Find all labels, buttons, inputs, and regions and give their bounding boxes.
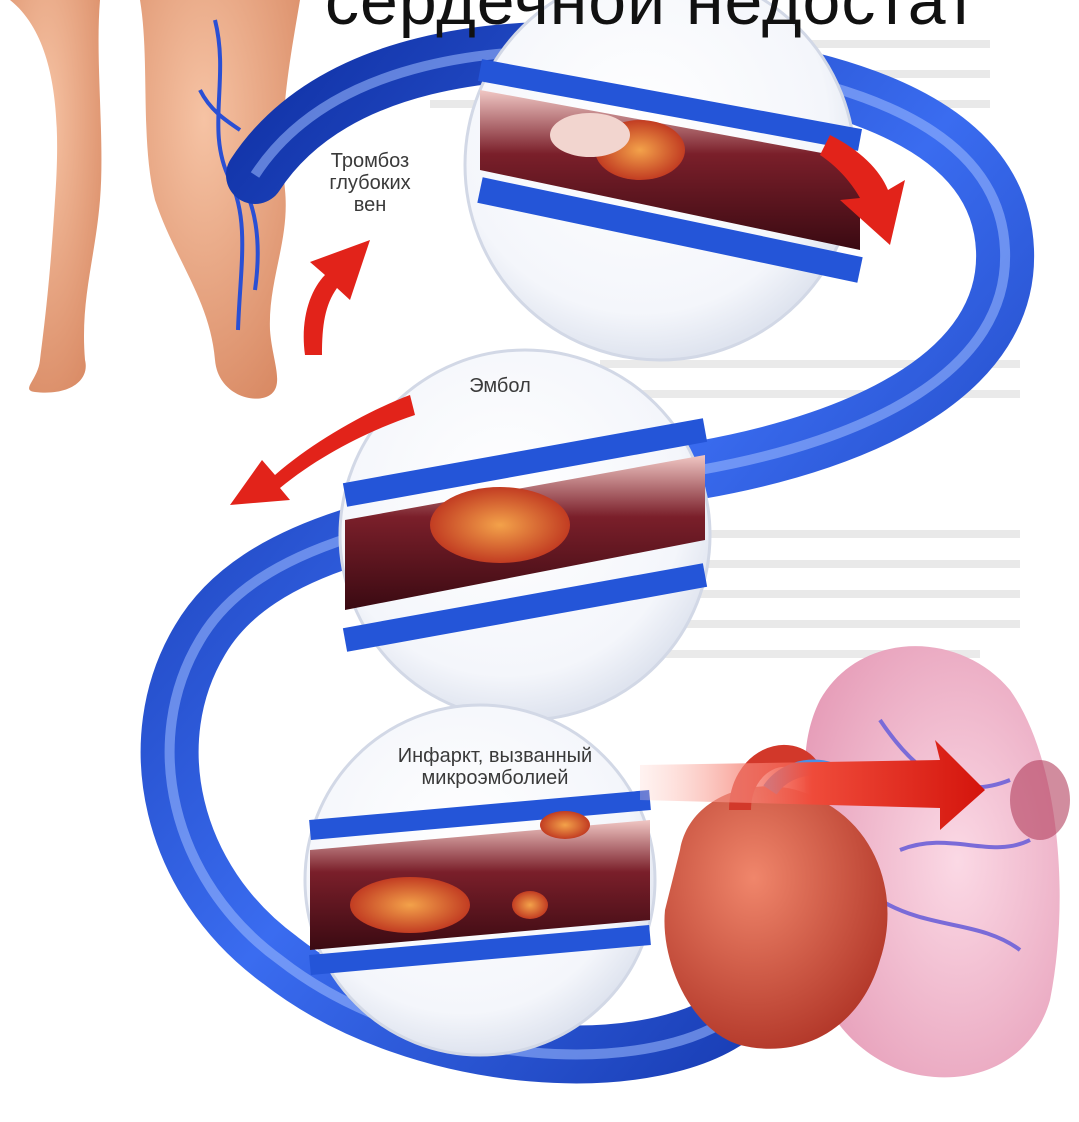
infarct-label-line-1: Инфаркт, вызванный xyxy=(335,745,655,767)
dvt-label: Тромбоз глубоких вен xyxy=(300,150,440,216)
arrow-up-icon xyxy=(304,240,370,355)
infarct-label: Инфаркт, вызванный микроэмболией xyxy=(335,745,655,789)
page-title: сердечной недостат xyxy=(325,0,977,40)
embolus-label: Эмбол xyxy=(440,375,560,397)
infarct-label-line-2: микроэмболией xyxy=(335,767,655,789)
dvt-label-line-2: глубоких xyxy=(300,172,440,194)
dvt-label-line-1: Тромбоз xyxy=(300,150,440,172)
dvt-label-line-3: вен xyxy=(300,194,440,216)
dvt-magnified-view xyxy=(465,0,860,360)
